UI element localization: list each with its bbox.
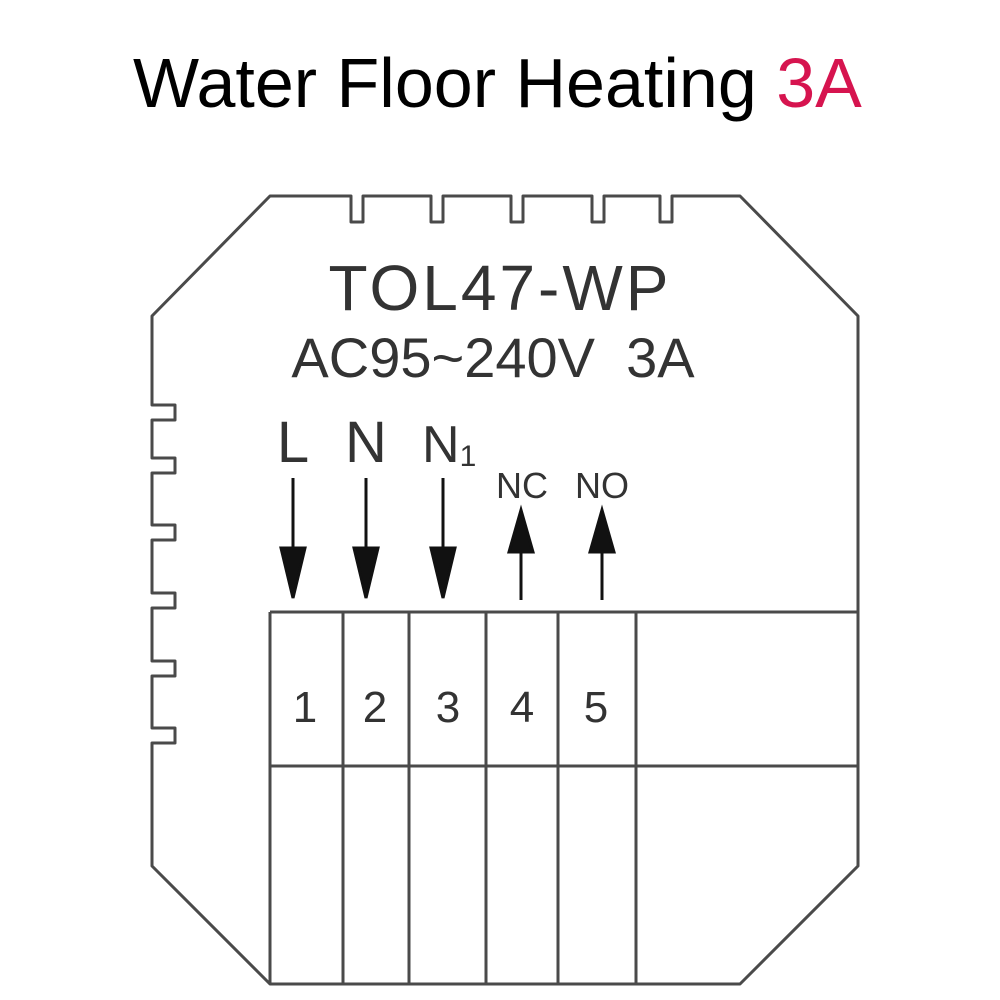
terminal-number-1: 1 bbox=[293, 683, 317, 732]
current-rating: 3A bbox=[776, 44, 862, 122]
device-outline bbox=[150, 194, 860, 986]
terminal-label-n1: N1 bbox=[422, 416, 476, 474]
terminal-label-n: N bbox=[345, 410, 387, 475]
terminal-labels: L N N1 NC NO bbox=[277, 410, 629, 506]
electrical-specs: AC95~240V 3A bbox=[291, 326, 695, 389]
model-number: TOL47-WP bbox=[329, 252, 672, 324]
terminal-number-2: 2 bbox=[363, 683, 387, 732]
down-arrow-icon bbox=[429, 478, 457, 599]
diagram-title: Water Floor Heating 3A bbox=[133, 48, 862, 118]
title-text: Water Floor Heating bbox=[133, 44, 757, 122]
terminal-number-5: 5 bbox=[584, 683, 608, 732]
terminal-label-nc: NC bbox=[496, 465, 548, 506]
down-arrow-icon bbox=[279, 478, 307, 599]
up-arrow-icon bbox=[588, 504, 616, 600]
down-arrow-icon bbox=[352, 478, 380, 599]
up-arrow-icon bbox=[507, 504, 535, 600]
terminal-arrows bbox=[279, 478, 616, 600]
terminal-label-l: L bbox=[277, 410, 309, 475]
terminal-block bbox=[268, 610, 858, 984]
terminal-number-4: 4 bbox=[510, 683, 534, 732]
terminal-numbers: 1 2 3 4 5 bbox=[293, 683, 608, 732]
terminal-label-no: NO bbox=[575, 465, 629, 506]
terminal-number-3: 3 bbox=[436, 683, 460, 732]
